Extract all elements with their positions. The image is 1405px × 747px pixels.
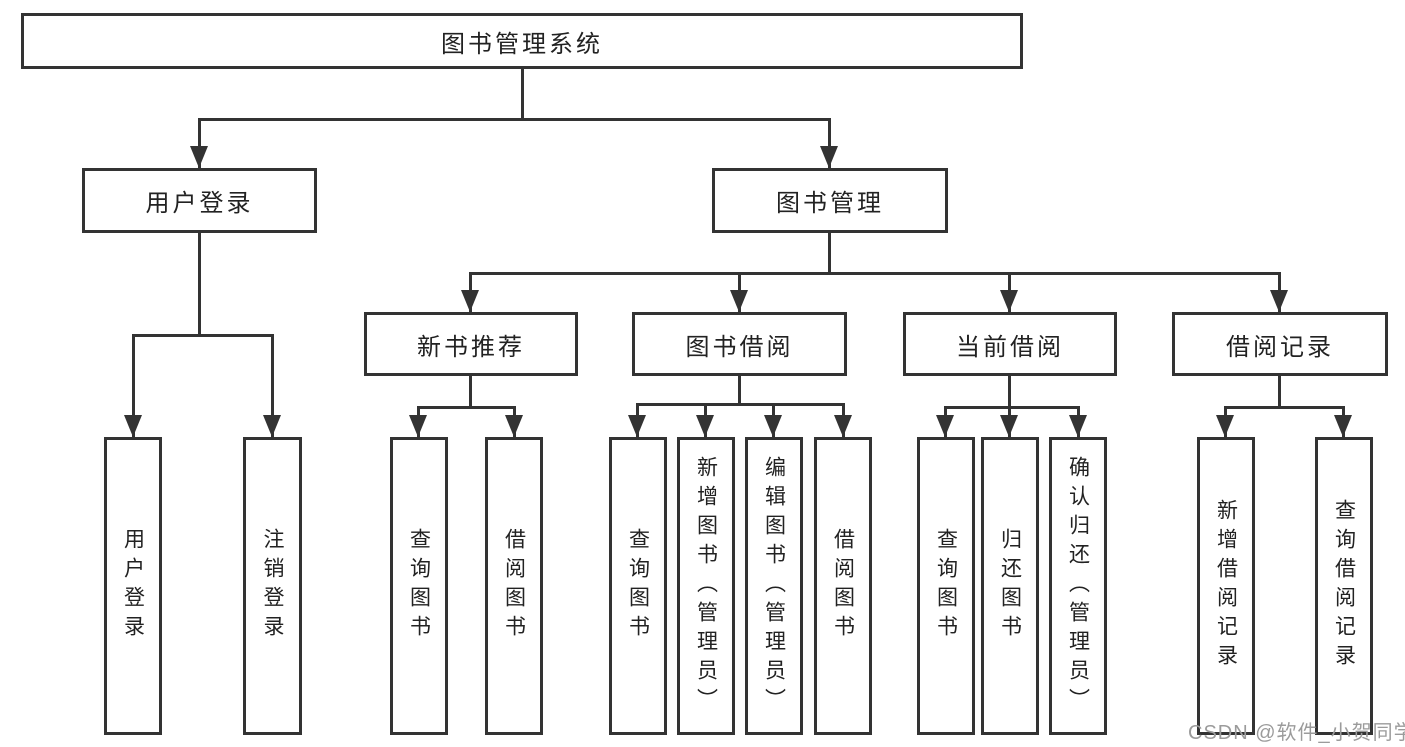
connector-user-login-stem xyxy=(198,233,201,337)
arrowhead-down-icon xyxy=(730,290,748,312)
node-book-borrowing: 图书借阅 xyxy=(632,312,847,376)
connector-user-login-bus xyxy=(132,334,274,337)
connector-current-borrowing-bus xyxy=(944,406,1080,409)
watermark: CSDN @软件_小贺同学 xyxy=(1188,722,1405,744)
arrowhead-down-icon xyxy=(628,415,646,437)
node-label: 新书推荐 xyxy=(417,333,525,361)
leaf-query-borrow-record: 查询借阅记录 xyxy=(1315,437,1373,735)
leaf-label: 归还图书 xyxy=(998,528,1022,644)
connector-book-management-bus xyxy=(469,272,1281,275)
node-label: 图书借阅 xyxy=(685,333,794,361)
arrowhead-down-icon xyxy=(834,415,852,437)
arrowhead-down-icon xyxy=(1334,415,1352,437)
leaf-label: 新增借阅记录 xyxy=(1214,499,1238,673)
leaf-label: 查询图书 xyxy=(407,528,431,644)
arrowhead-down-icon xyxy=(409,415,427,437)
leaf-label: 用户登录 xyxy=(121,528,145,644)
connector-new-book-stem xyxy=(469,376,472,409)
leaf-label: 借阅图书 xyxy=(831,528,855,644)
leaf-label: 查询借阅记录 xyxy=(1332,499,1356,673)
connector-new-book-bus xyxy=(417,406,516,409)
arrowhead-down-icon xyxy=(263,415,281,437)
connector-book-borrowing-stem xyxy=(738,376,741,406)
node-user-login: 用户登录 xyxy=(82,168,317,233)
node-borrowing-records: 借阅记录 xyxy=(1172,312,1388,376)
connector-drop-user-login xyxy=(198,118,201,168)
node-label: 图书管理 xyxy=(776,190,884,217)
arrowhead-down-icon xyxy=(1000,415,1018,437)
arrowhead-down-icon xyxy=(1270,290,1288,312)
leaf-logout: 注销登录 xyxy=(243,437,302,735)
arrowhead-down-icon xyxy=(1069,415,1087,437)
node-label: 用户登录 xyxy=(145,190,254,217)
connector-borrowing-records-stem xyxy=(1278,376,1281,409)
node-label: 当前借阅 xyxy=(956,333,1064,361)
connector-drop-book-management xyxy=(828,118,831,168)
connector-drop-leaf xyxy=(271,334,274,437)
arrowhead-down-icon xyxy=(764,415,782,437)
leaf-borrow-books-borrowing: 借阅图书 xyxy=(814,437,872,735)
arrowhead-down-icon xyxy=(1000,290,1018,312)
leaf-user-login: 用户登录 xyxy=(104,437,162,735)
leaf-add-borrow-record: 新增借阅记录 xyxy=(1197,437,1255,735)
leaf-edit-books-admin: 编辑图书（管理员） xyxy=(745,437,803,735)
leaf-add-books-admin: 新增图书（管理员） xyxy=(677,437,735,735)
leaf-query-books-recommend: 查询图书 xyxy=(390,437,448,735)
leaf-return-books: 归还图书 xyxy=(981,437,1039,735)
connector-borrowing-records-bus xyxy=(1224,406,1345,409)
arrowhead-down-icon xyxy=(190,146,208,168)
leaf-query-books-borrowing: 查询图书 xyxy=(609,437,667,735)
leaf-label: 查询图书 xyxy=(934,528,958,644)
node-library-system: 图书管理系统 xyxy=(21,13,1023,69)
arrowhead-down-icon xyxy=(461,290,479,312)
leaf-label: 新增图书（管理员） xyxy=(694,455,718,717)
arrowhead-down-icon xyxy=(820,146,838,168)
arrowhead-down-icon xyxy=(696,415,714,437)
arrowhead-down-icon xyxy=(936,415,954,437)
connector-root-stem xyxy=(521,69,524,121)
node-current-borrowing: 当前借阅 xyxy=(903,312,1117,376)
node-label: 借阅记录 xyxy=(1226,333,1334,361)
leaf-borrow-books-recommend: 借阅图书 xyxy=(485,437,543,735)
arrowhead-down-icon xyxy=(1216,415,1234,437)
connector-drop-leaf xyxy=(132,334,135,437)
leaf-label: 查询图书 xyxy=(626,528,650,644)
connector-current-borrowing-stem xyxy=(1008,376,1011,409)
node-book-management: 图书管理 xyxy=(712,168,948,233)
connector-root-bus xyxy=(198,118,831,121)
arrowhead-down-icon xyxy=(124,415,142,437)
node-new-book-recommendation: 新书推荐 xyxy=(364,312,578,376)
leaf-label: 注销登录 xyxy=(261,528,284,644)
node-label: 图书管理系统 xyxy=(441,30,603,58)
connector-book-management-stem xyxy=(828,233,831,275)
leaf-label: 确认归还（管理员） xyxy=(1066,455,1090,717)
leaf-label: 借阅图书 xyxy=(502,528,526,644)
leaf-query-books-current: 查询图书 xyxy=(917,437,975,735)
leaf-confirm-return-admin: 确认归还（管理员） xyxy=(1049,437,1107,735)
leaf-label: 编辑图书（管理员） xyxy=(762,455,786,717)
connector-book-borrowing-bus xyxy=(636,403,845,406)
arrowhead-down-icon xyxy=(505,415,523,437)
